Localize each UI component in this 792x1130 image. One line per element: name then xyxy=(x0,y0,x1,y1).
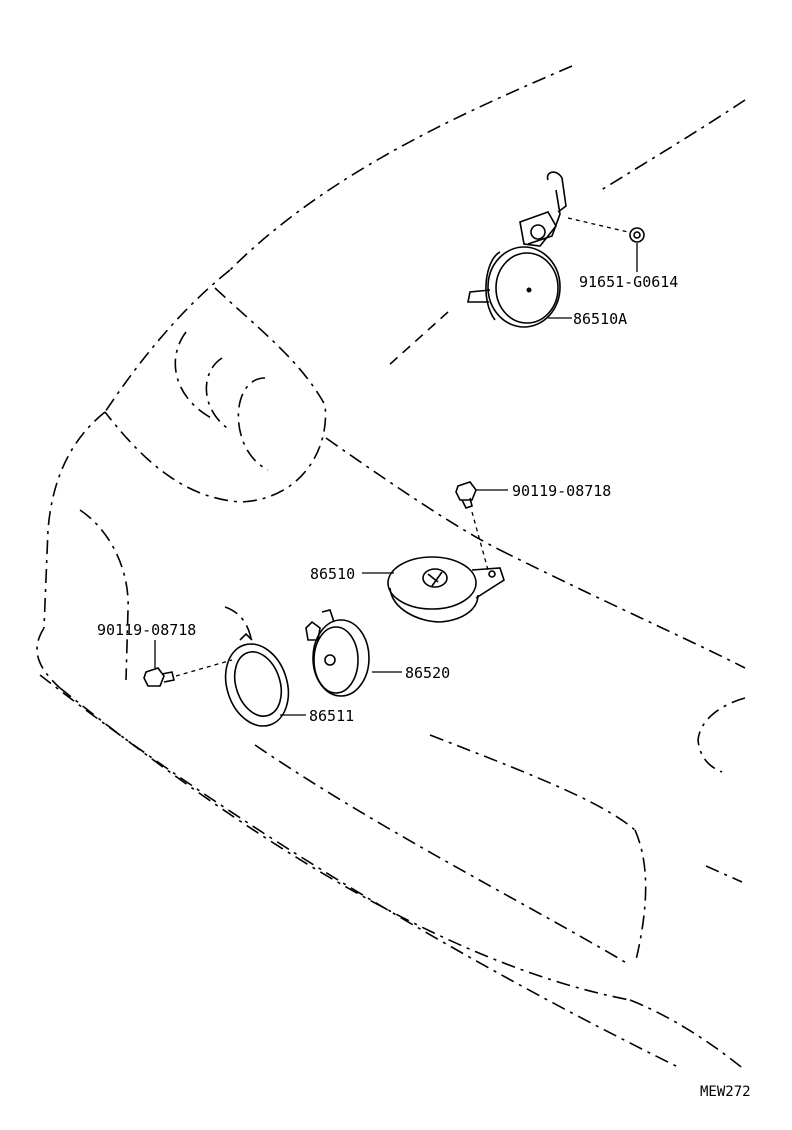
label-horn-sub: 86520 xyxy=(405,664,450,682)
nut-icon xyxy=(629,227,645,243)
bolt-left-part[interactable] xyxy=(143,640,233,687)
horn-low-part[interactable] xyxy=(362,556,505,623)
label-bolt-left: 90119-08718 xyxy=(97,621,196,639)
horn-sub-part[interactable] xyxy=(305,609,402,697)
horn-icon xyxy=(387,556,505,623)
label-horn-low: 86510 xyxy=(310,565,355,583)
label-bolt-top: 90119-08718 xyxy=(512,482,611,500)
label-cover: 86511 xyxy=(309,707,354,725)
bolt-icon xyxy=(143,667,175,687)
nut-part[interactable] xyxy=(567,217,645,272)
cover-part[interactable] xyxy=(215,632,306,734)
label-nut: 91651-G0614 xyxy=(579,273,678,291)
diagram-code: MEW272 xyxy=(700,1084,751,1100)
vehicle-outline xyxy=(36,65,746,1071)
bolt-icon xyxy=(455,481,477,509)
horn-high-part[interactable] xyxy=(467,171,572,328)
label-horn-high: 86510A xyxy=(573,310,627,328)
bolt-top-part[interactable] xyxy=(455,481,508,571)
horn-icon xyxy=(467,246,561,328)
horn-icon xyxy=(305,609,370,697)
cover-ring-icon xyxy=(224,632,290,727)
bracket-icon xyxy=(519,171,567,247)
